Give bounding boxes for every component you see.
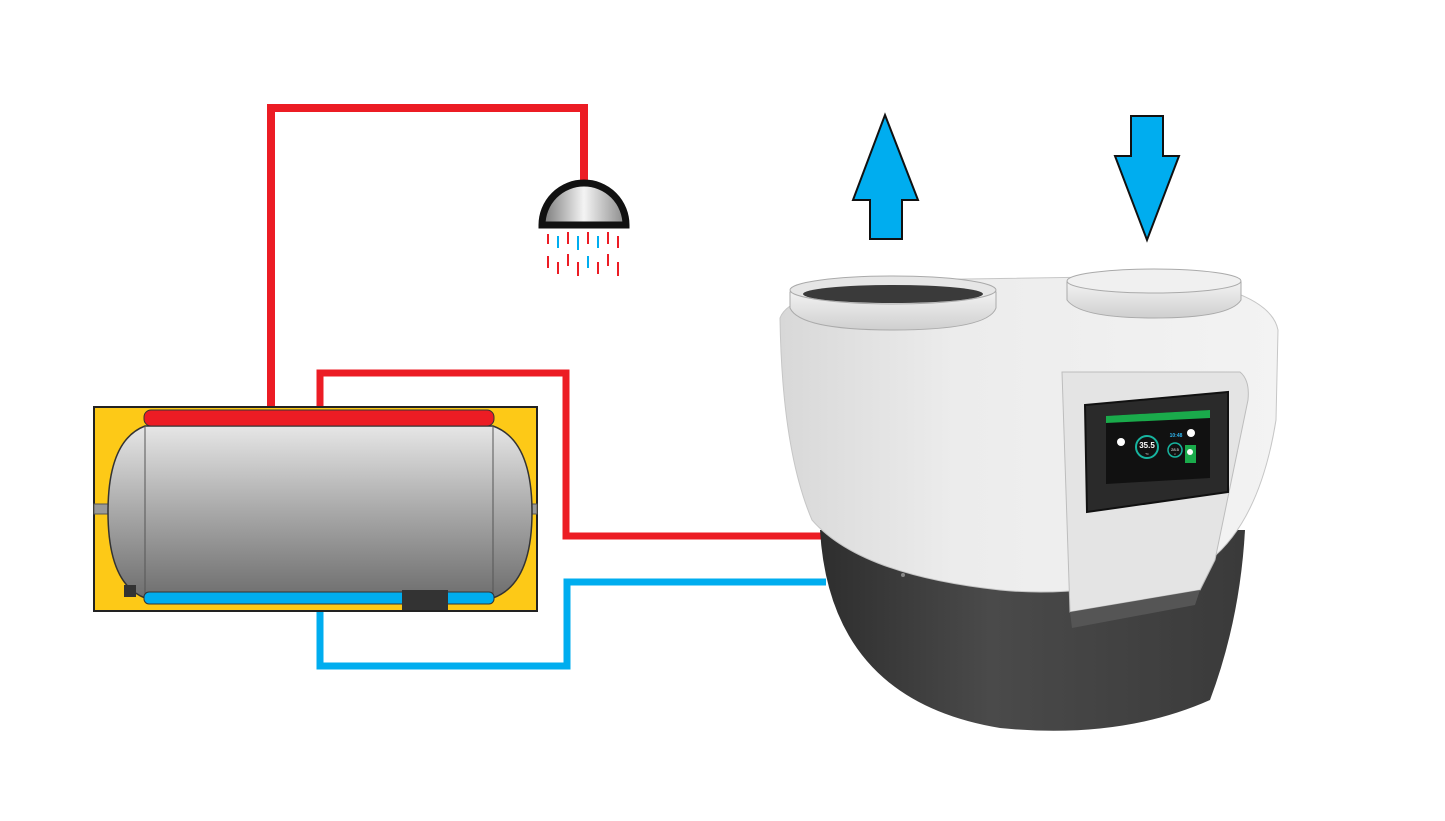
arrow-down-icon <box>1113 115 1181 243</box>
display-header-bar <box>1106 410 1210 423</box>
control-display[interactable]: 35.5 °C 10:48 28.5 °C <box>1083 390 1229 514</box>
fan-icon <box>1187 429 1195 437</box>
heat-pump-unit: 35.5 °C 10:48 28.5 °C <box>779 268 1279 731</box>
hot-water-layer <box>143 409 495 427</box>
storage-tank <box>93 406 538 612</box>
hot-water-pipe-to-shower <box>267 104 588 412</box>
shower-head-icon <box>538 179 630 276</box>
air-outlet-duct <box>789 275 997 331</box>
tank-cylinder <box>107 425 533 599</box>
secondary-temp-gauge <box>1167 442 1183 458</box>
secondary-temperature: 28.5 <box>1171 447 1180 452</box>
clock-time: 10:48 <box>1170 433 1183 439</box>
secondary-temperature-unit: °C <box>1174 454 1177 456</box>
cold-water-pipe-to-heat-pump <box>316 578 826 670</box>
tank-outlet <box>402 590 448 610</box>
arrow-up-icon <box>851 112 920 240</box>
main-temperature: 35.5 <box>1139 441 1155 450</box>
play-icon <box>1117 438 1125 446</box>
main-temp-gauge <box>1135 435 1159 459</box>
air-inlet-duct <box>1066 268 1242 319</box>
hot-water-pipe-from-heat-pump <box>316 369 822 540</box>
main-temperature-unit: °C <box>1145 452 1149 456</box>
